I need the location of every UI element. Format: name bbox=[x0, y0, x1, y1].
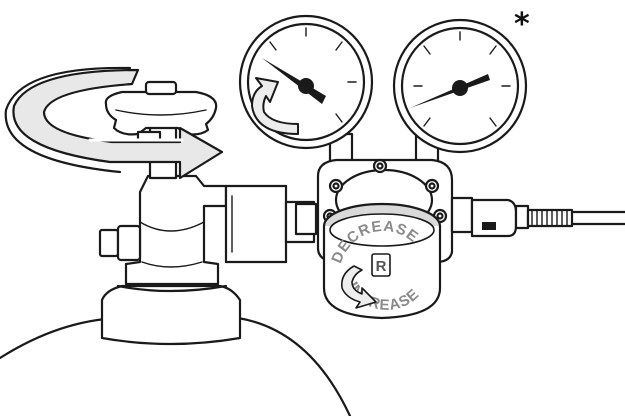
valve-side-port bbox=[116, 224, 142, 262]
regulator-inlet-nut bbox=[294, 202, 318, 236]
circular-arrow-icon bbox=[251, 77, 299, 135]
outlet-body bbox=[470, 198, 518, 238]
outlet-hex-nut bbox=[450, 196, 474, 234]
right-gauge-needle bbox=[410, 74, 490, 108]
valve-outlet-nut bbox=[224, 184, 288, 264]
valve-handwheel[interactable] bbox=[104, 80, 218, 144]
knob-face-edge bbox=[329, 213, 435, 247]
brand-badge bbox=[371, 253, 391, 277]
handwheel-rim bbox=[115, 109, 207, 116]
counter-clockwise-arrow-icon bbox=[4, 66, 224, 180]
left-gauge-hub bbox=[298, 78, 314, 94]
handwheel-cap bbox=[144, 80, 178, 96]
valve-base-contour bbox=[141, 261, 203, 268]
left-gauge-ticks bbox=[259, 27, 357, 123]
badge-letter: R bbox=[376, 258, 387, 275]
outlet-valve-marker bbox=[482, 222, 496, 230]
valve-body bbox=[124, 174, 228, 286]
cylinder-collar bbox=[100, 284, 242, 346]
outlet-threaded-nipple bbox=[526, 208, 574, 228]
right-gauge-face bbox=[400, 26, 520, 146]
rotation-arrow-body bbox=[12, 68, 224, 180]
pressure-regulator: * DECREASE INCREASE bbox=[238, 7, 625, 320]
circular-arrow-icon bbox=[340, 265, 377, 309]
nipple-threads bbox=[531, 209, 568, 227]
handwheel-grip[interactable] bbox=[104, 90, 218, 136]
gas-cylinder bbox=[0, 284, 352, 416]
outlet-fitting bbox=[450, 196, 625, 238]
adjustment-knob[interactable]: DECREASE INCREASE R bbox=[322, 202, 442, 320]
left-gauge-face bbox=[246, 22, 366, 142]
high-pressure-gauge bbox=[238, 14, 374, 150]
right-gauge-ticks bbox=[413, 31, 511, 127]
outlet-collar bbox=[514, 204, 530, 230]
collar-rim bbox=[116, 284, 228, 293]
valve-body-contour bbox=[139, 221, 205, 232]
valve-side-port-cap bbox=[98, 228, 120, 258]
low-pressure-gauge bbox=[392, 18, 528, 154]
right-gauge-hub bbox=[452, 80, 468, 96]
asterisk-annotation: * bbox=[514, 7, 530, 42]
rotation-arrow-outer-trail bbox=[4, 66, 132, 174]
